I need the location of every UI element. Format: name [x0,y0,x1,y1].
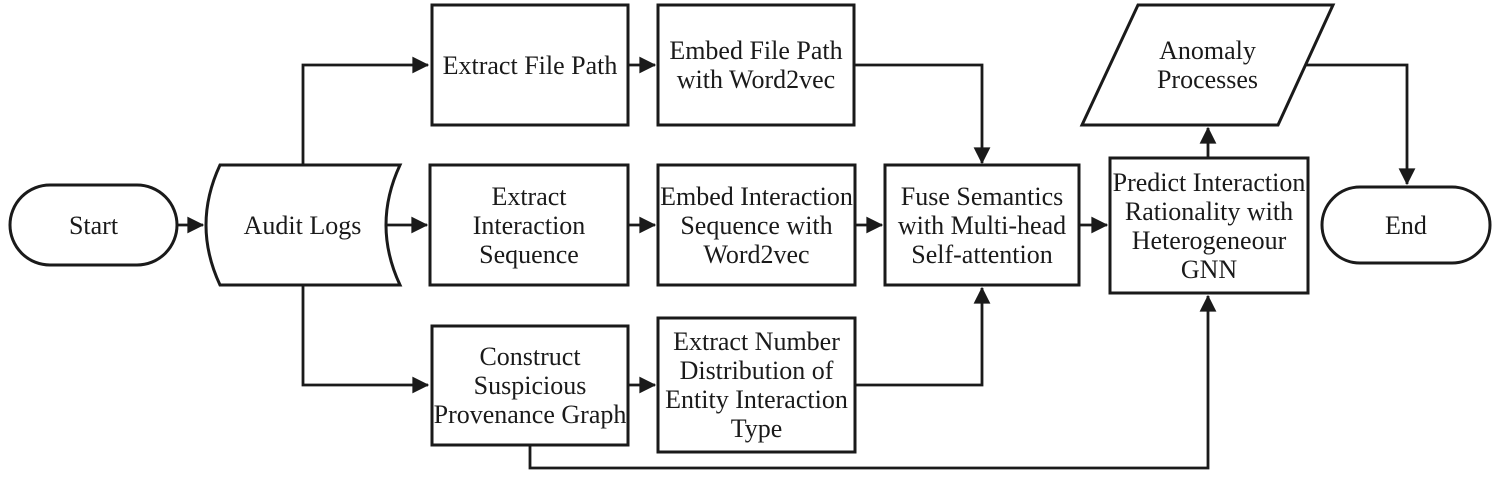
extract-interaction-sequence-box [428,163,630,287]
edge-audit-logs-to-construct-provenance-graph [301,285,430,394]
embed-file-path-box [656,3,856,127]
embed-interaction-sequence-box [656,163,857,287]
edge-extract-number-to-fuse-semantics [855,286,991,387]
predict-rationality-box [1108,156,1310,295]
extract-number-distribution-box [656,316,857,454]
construct-provenance-graph-box [430,324,630,447]
edge-anomaly-processes-to-end [1305,63,1416,186]
edge-construct-graph-to-predict-rationality [528,294,1217,470]
start-terminator-shape [8,183,179,267]
anomaly-processes-parallelogram [1079,3,1336,127]
audit-logs-stored-data-shape [204,163,403,287]
edge-audit-logs-to-extract-file-path [301,56,430,165]
fuse-semantics-box [883,163,1081,287]
extract-file-path-box [430,3,630,127]
end-terminator-shape [1320,185,1492,265]
edge-embed-file-path-to-fuse-semantics [854,63,991,165]
